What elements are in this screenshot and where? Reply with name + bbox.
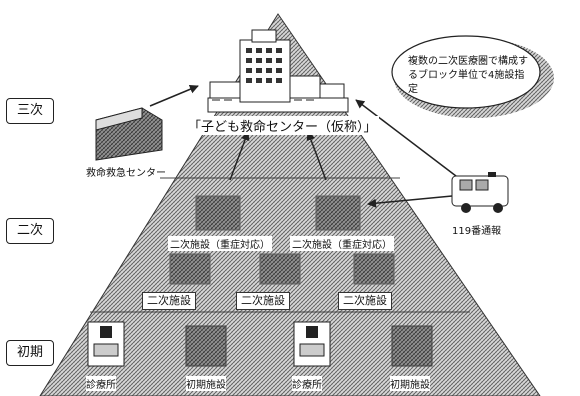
primary-facility-label: 初期施設 xyxy=(186,376,226,391)
secondary-buildings xyxy=(169,195,395,285)
arrow-emergency-to-center xyxy=(149,84,199,107)
ambulance-graphic xyxy=(451,172,509,213)
children-emergency-center-building xyxy=(207,29,349,113)
primary-facility-label: 初期施設 xyxy=(390,376,430,391)
tier-label-secondary: 二次 xyxy=(6,218,54,244)
center-title: 「子ども救命センター（仮称）」 xyxy=(186,116,379,135)
secondary-facility-box: 二次施設 xyxy=(142,292,196,310)
callout-bubble xyxy=(391,35,541,109)
secondary-designated-label: 二次施設（重症対応） xyxy=(290,236,394,251)
callout-text: 複数の二次医療圏で構成するブロック単位で4施設指定 xyxy=(408,56,528,95)
secondary-facility-box: 二次施設 xyxy=(236,292,290,310)
emergency-center-building xyxy=(95,107,163,161)
ambulance-label: 119番通報 xyxy=(452,226,502,237)
primary-facility-icons xyxy=(87,321,433,367)
tier-label-tertiary: 三次 xyxy=(6,98,54,124)
arrow-left-secondary xyxy=(229,131,250,181)
arrow-right-secondary xyxy=(306,131,327,181)
arrow-ambulance-to-center xyxy=(355,99,457,177)
secondary-facility-box: 二次施設 xyxy=(338,292,392,310)
tier-label-primary: 初期 xyxy=(6,340,54,366)
arrow-ambulance-to-secondary xyxy=(367,195,453,208)
primary-facility-label: 診療所 xyxy=(86,376,116,391)
primary-facility-label: 診療所 xyxy=(292,376,322,391)
secondary-designated-label: 二次施設（重症対応） xyxy=(168,236,272,251)
emergency-center-label: 救命救急センター xyxy=(86,168,166,179)
